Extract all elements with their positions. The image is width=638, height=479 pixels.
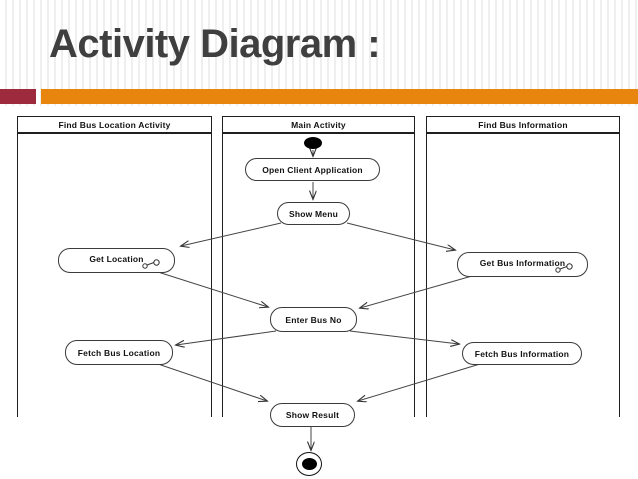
swimlane-main-activity: Main Activity: [222, 116, 415, 417]
action-get-bus-information: Get Bus Information: [457, 252, 588, 277]
final-node: [296, 452, 322, 476]
edge-get-bus-information-to-enter-bus-no: [360, 275, 473, 308]
action-show-menu: Show Menu: [277, 202, 350, 225]
final-node-core: [301, 458, 317, 470]
action-label: Get Location: [89, 253, 144, 264]
accent-bar-orange: [41, 89, 638, 104]
initial-node: [304, 137, 322, 149]
edge-show-menu-to-get-location: [181, 222, 282, 246]
swimlane-header: Main Activity: [223, 117, 414, 134]
edge-enter-bus-no-to-fetch-bus-information: [349, 330, 459, 344]
subactivity-icon: [555, 263, 573, 273]
action-label: Open Client Application: [262, 164, 363, 175]
action-label: Show Result: [285, 410, 340, 420]
swimlane-header: Find Bus Information: [427, 117, 619, 134]
action-label: Enter Bus No: [285, 314, 342, 325]
edge-enter-bus-no-to-fetch-bus-location: [176, 330, 277, 345]
action-label: Fetch Bus Location: [77, 347, 161, 358]
activity-diagram-canvas: Find Bus Location Activity Main Activity…: [0, 106, 638, 479]
edge-fetch-bus-information-to-show-result: [358, 363, 481, 401]
action-fetch-bus-location: Fetch Bus Location: [65, 340, 173, 365]
edge-show-menu-to-get-bus-information: [346, 222, 455, 250]
action-label: Show Menu: [288, 208, 339, 219]
edge-get-location-to-enter-bus-no: [157, 271, 268, 307]
swimlane-title: Find Bus Information: [478, 119, 568, 130]
action-label: Get Bus Information: [479, 257, 566, 268]
slide-title: Activity Diagram :: [49, 22, 381, 66]
swimlane-find-bus-information: Find Bus Information: [426, 116, 620, 417]
action-label: Fetch Bus Information: [474, 348, 570, 359]
action-fetch-bus-information: Fetch Bus Information: [462, 342, 582, 365]
edge-layer: [157, 106, 481, 479]
action-open-client-application: Open Client Application: [245, 158, 380, 181]
action-enter-bus-no: Enter Bus No: [270, 307, 357, 332]
swimlane-header: Find Bus Location Activity: [18, 117, 211, 134]
swimlane-find-bus-location-activity: Find Bus Location Activity: [17, 116, 212, 417]
swimlane-title: Main Activity: [291, 119, 346, 130]
accent-bar-maroon: [0, 89, 36, 104]
edge-fetch-bus-location-to-show-result: [157, 363, 267, 401]
subactivity-icon: [142, 259, 160, 269]
action-show-result: Show Result: [270, 403, 355, 427]
action-get-location: Get Location: [58, 248, 175, 273]
swimlane-title: Find Bus Location Activity: [58, 119, 171, 130]
